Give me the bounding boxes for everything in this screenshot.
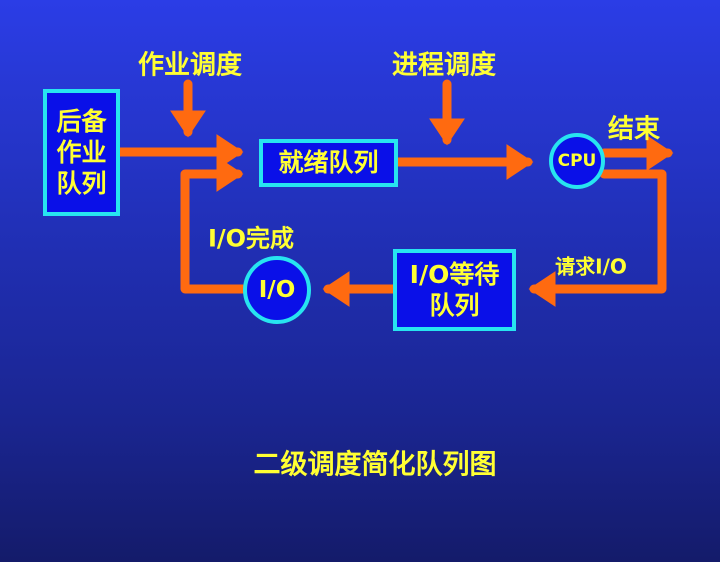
io-request-label: 请求I/O (555, 254, 627, 279)
cpu-label: CPU (557, 151, 597, 171)
diagram-title: 二级调度简化队列图 (253, 449, 497, 481)
io-wait-line2: 队列 (429, 291, 480, 320)
backup-queue-line2: 作业 (56, 137, 107, 167)
end-label: 结束 (607, 114, 661, 145)
backup-queue-line3: 队列 (56, 169, 107, 199)
ready-queue: 就绪队列 (259, 139, 398, 187)
io-label: I/O (258, 277, 296, 303)
io-node: I/O (243, 256, 311, 324)
backup-queue-line1: 后备 (56, 106, 107, 136)
ready-queue-label: 就绪队列 (278, 148, 379, 178)
job-scheduling-label: 作业调度 (137, 50, 243, 81)
io-complete-label: I/O完成 (207, 224, 295, 253)
cpu-node: CPU (549, 133, 605, 189)
io-complete-arrow (180, 156, 248, 294)
io-request-arrow (528, 169, 667, 307)
io-wait-line1: I/O等待 (409, 259, 500, 289)
process-scheduling-label: 进程调度 (391, 50, 497, 81)
backup-job-queue: 后备 作业 队列 (43, 89, 120, 216)
io-wait-queue: I/O等待 队列 (393, 249, 516, 331)
